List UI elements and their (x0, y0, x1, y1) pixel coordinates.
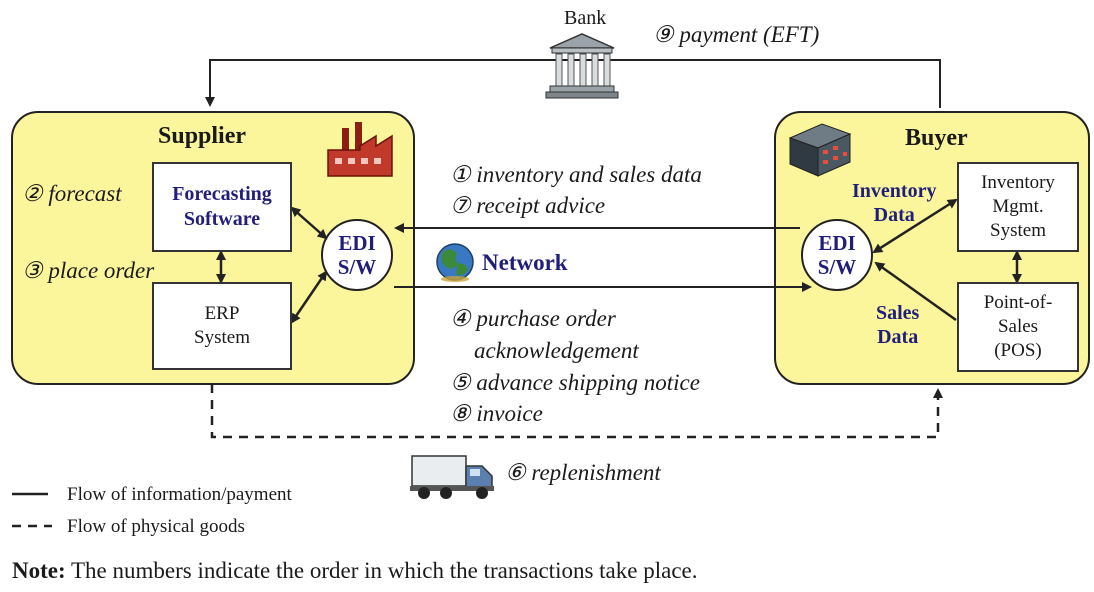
building-icon (788, 123, 852, 177)
note-label: Note: (12, 558, 66, 583)
supplier-title: Supplier (158, 123, 247, 149)
network-label: Network (482, 250, 568, 275)
note: Note: The numbers indicate the order in … (12, 559, 698, 582)
message-4a: ④ purchase order (450, 306, 616, 331)
supplier-edi-circle (321, 219, 393, 291)
supplier-edi-label: EDI S/W (337, 230, 377, 279)
message-5: ⑤ advance shipping notice (450, 370, 700, 395)
edi-inventory-arrow (872, 198, 958, 254)
message-8: ⑧ invoice (450, 401, 543, 426)
buyer-edi-circle (801, 219, 873, 291)
forecasting-software-box: Forecasting Software (152, 162, 292, 252)
payment-flow-line (205, 59, 941, 108)
buyer-edi-label: EDI S/W (817, 230, 857, 279)
pos-to-edi-arrow (874, 261, 957, 322)
legend-goods-label: Flow of physical goods (67, 516, 245, 537)
inventory-mgmt-box: Inventory Mgmt. System (957, 162, 1079, 252)
factory-icon (327, 122, 393, 177)
legend-info-label: Flow of information/payment (67, 484, 292, 505)
forecast-label: ② forecast (22, 181, 122, 206)
inventory-data-label: Inventory Data (852, 180, 937, 226)
payment-label: ⑨ payment (EFT) (653, 22, 820, 47)
forecasting-edi-arrow (290, 206, 328, 240)
message-7: ⑦ receipt advice (450, 193, 606, 218)
truck-icon (410, 455, 494, 499)
bank-icon (545, 33, 619, 99)
replenishment-flow-line (210, 384, 943, 439)
globe-icon (436, 243, 474, 282)
erp-system-box: ERP System (152, 282, 292, 370)
erp-edi-arrow (290, 270, 328, 324)
buyer-title: Buyer (905, 125, 968, 151)
message-1: ① inventory and sales data (450, 162, 702, 187)
pos-box: Point-of- Sales (POS) (957, 282, 1079, 372)
place-order-label: ③ place order (22, 258, 155, 283)
note-text: The numbers indicate the order in which … (65, 558, 698, 583)
bank-label: Bank (564, 7, 607, 29)
sales-data-label: Sales Data (876, 302, 920, 348)
replenishment-label: ⑥ replenishment (505, 460, 661, 485)
message-4b: acknowledgement (474, 338, 639, 363)
